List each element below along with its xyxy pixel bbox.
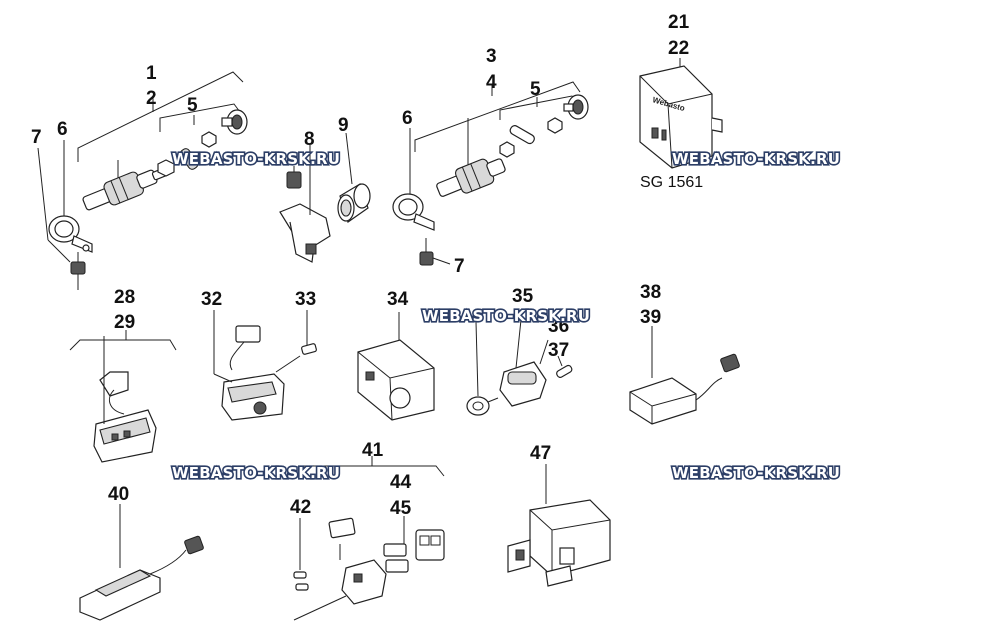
control-unit-label: SG 1561: [640, 174, 703, 191]
part-number-40: 40: [108, 484, 129, 505]
part-number-33: 33: [295, 289, 316, 310]
part-number-3: 3: [486, 46, 497, 67]
part-number-2: 2: [146, 88, 157, 109]
watermark-5: WEBASTO-KRSK.RU: [672, 464, 840, 482]
part-number-35: 35: [512, 286, 534, 307]
watermark-4: WEBASTO-KRSK.RU: [172, 464, 340, 482]
part-number-36: 36: [548, 316, 569, 337]
watermark-3: WEBASTO-KRSK.RU: [422, 307, 590, 325]
part-number-44: 44: [390, 472, 412, 493]
part-number-21: 21: [668, 12, 690, 33]
part-number-5: 5: [187, 95, 198, 116]
relay-part-38: [629, 326, 740, 425]
part-number-7: 7: [31, 127, 42, 148]
watermark-1: WEBASTO-KRSK.RU: [172, 150, 340, 168]
part-number-39: 39: [640, 307, 661, 328]
part-number-38: 38: [640, 282, 661, 303]
watermarks: WEBASTO-KRSK.RU WEBASTO-KRSK.RU WEBASTO-…: [170, 148, 841, 483]
part-number-22: 22: [668, 38, 689, 59]
switch-part-35: [466, 309, 573, 416]
part-number-28: 28: [114, 287, 135, 308]
part-number-9: 9: [338, 115, 349, 136]
sleeve-part-9: [337, 132, 371, 223]
bracket-part-8: [279, 145, 331, 263]
part-number-1: 1: [146, 63, 157, 84]
control-panel-part-28: [69, 330, 177, 463]
timer-part-32: [213, 310, 285, 421]
part-number-29: 29: [114, 312, 135, 333]
sensor-part-40: [79, 504, 204, 621]
part-number-34: 34: [387, 289, 409, 310]
part-number-42: 42: [290, 497, 311, 518]
part-number-6-middle: 6: [402, 108, 413, 129]
part-number-45: 45: [390, 498, 412, 519]
module-part-47: [507, 464, 611, 587]
harness-parts-41: [293, 456, 445, 621]
part-number-6: 6: [57, 119, 68, 140]
part-number-32: 32: [201, 289, 222, 310]
control-unit-sg1561: Webasto: [639, 58, 723, 169]
part-number-41: 41: [362, 440, 384, 461]
part-number-7-middle: 7: [454, 256, 465, 277]
timer-module-part-34: [357, 312, 435, 421]
pin-part-33: [275, 310, 317, 373]
part-number-labels: 1 2 5 6 7 8 9 3 4 5 6 7 21 22 SG 1561 28…: [31, 12, 703, 519]
part-number-5-middle: 5: [530, 79, 541, 100]
watermark-2: WEBASTO-KRSK.RU: [672, 150, 840, 168]
part-number-47: 47: [530, 443, 551, 464]
fuel-pump-assembly-middle: [392, 81, 589, 266]
part-number-8: 8: [304, 129, 315, 150]
fuel-pump-assembly-left: [37, 71, 248, 290]
part-number-37: 37: [548, 340, 569, 361]
part-number-4: 4: [486, 72, 497, 93]
